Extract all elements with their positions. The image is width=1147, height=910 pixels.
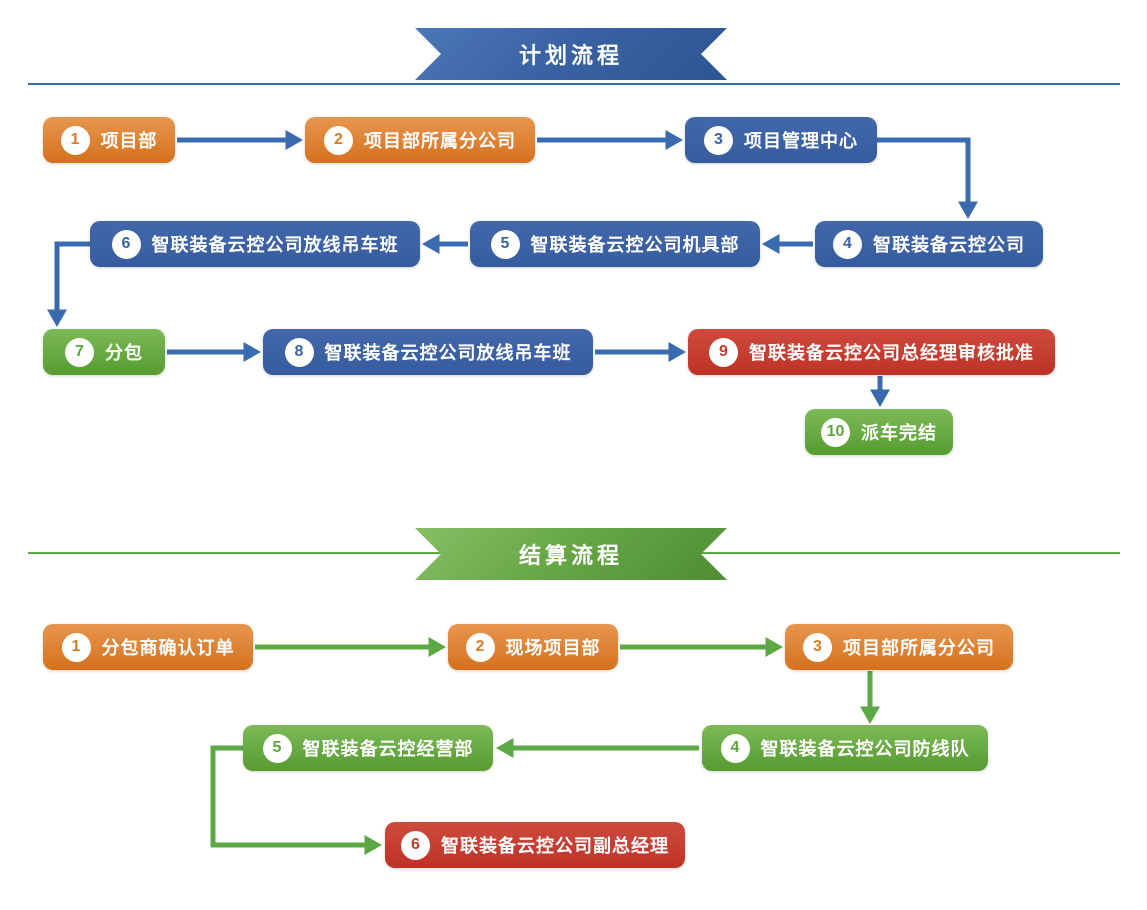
step-label: 项目部所属分公司	[843, 638, 995, 658]
plan-node-1: 1 项目部	[43, 117, 175, 163]
step-number-badge: 5	[262, 733, 292, 763]
step-number-badge: 1	[61, 632, 91, 662]
step-number-badge: 9	[709, 337, 738, 367]
step-number-badge: 2	[465, 632, 495, 662]
step-label: 智联装备云控公司机具部	[530, 235, 740, 255]
settlement-banner-title: 结算流程	[518, 543, 623, 568]
step-number-badge: 2	[324, 125, 353, 155]
step-number-badge: 1	[60, 125, 90, 155]
plan-node-9: 9 智联装备云控公司总经理审核批准	[688, 329, 1055, 375]
plan-node-7: 7 分包	[43, 329, 165, 375]
plan-node-10: 10 派车完结	[805, 409, 953, 455]
settlement-node-4: 4 智联装备云控公司防线队	[702, 725, 988, 771]
step-label: 智联装备云控公司副总经理	[441, 836, 669, 856]
plan-node-6: 6 智联装备云控公司放线吊车班	[90, 221, 420, 267]
plan-node-2: 2 项目部所属分公司	[305, 117, 535, 163]
plan-node-8: 8 智联装备云控公司放线吊车班	[263, 329, 593, 375]
step-number-badge: 4	[720, 733, 750, 763]
step-label: 分包	[105, 343, 143, 363]
settlement-connectors	[210, 637, 880, 855]
step-label: 智联装备云控公司防线队	[760, 739, 970, 759]
step-number-badge: 8	[284, 337, 314, 367]
plan-node-3: 3 项目管理中心	[685, 117, 877, 163]
step-number-badge: 4	[833, 229, 862, 259]
plan-banner: 计划流程	[415, 28, 727, 80]
settlement-node-3: 3 项目部所属分公司	[785, 624, 1013, 670]
step-label: 分包商确认订单	[101, 638, 235, 658]
step-number-badge: 5	[490, 229, 520, 259]
step-label: 智联装备云控公司总经理审核批准	[749, 343, 1034, 363]
plan-connectors	[47, 130, 978, 407]
step-label: 智联装备云控公司放线吊车班	[151, 235, 399, 255]
plan-banner-title: 计划流程	[518, 43, 623, 68]
step-label: 智联装备云控经营部	[302, 739, 474, 759]
step-number-badge: 7	[65, 337, 94, 367]
plan-node-5: 5 智联装备云控公司机具部	[470, 221, 760, 267]
step-number-badge: 6	[111, 229, 141, 259]
step-number-badge: 3	[803, 632, 832, 662]
settlement-node-5: 5 智联装备云控经营部	[243, 725, 493, 771]
step-number-badge: 6	[401, 830, 430, 860]
settlement-banner: 结算流程	[415, 528, 727, 580]
step-label: 派车完结	[861, 423, 937, 443]
step-label: 项目部	[100, 131, 158, 151]
settlement-node-1: 1 分包商确认订单	[43, 624, 253, 670]
plan-node-4: 4 智联装备云控公司	[815, 221, 1043, 267]
step-number-badge: 10	[821, 417, 850, 447]
step-label: 项目管理中心	[744, 131, 858, 151]
settlement-node-6: 6 智联装备云控公司副总经理	[385, 822, 685, 868]
step-label: 智联装备云控公司	[873, 235, 1025, 255]
step-label: 现场项目部	[505, 638, 601, 658]
settlement-node-2: 2 现场项目部	[448, 624, 618, 670]
step-number-badge: 3	[704, 125, 733, 155]
step-label: 智联装备云控公司放线吊车班	[324, 343, 572, 363]
plan-divider-line	[28, 83, 1120, 85]
step-label: 项目部所属分公司	[364, 131, 516, 151]
